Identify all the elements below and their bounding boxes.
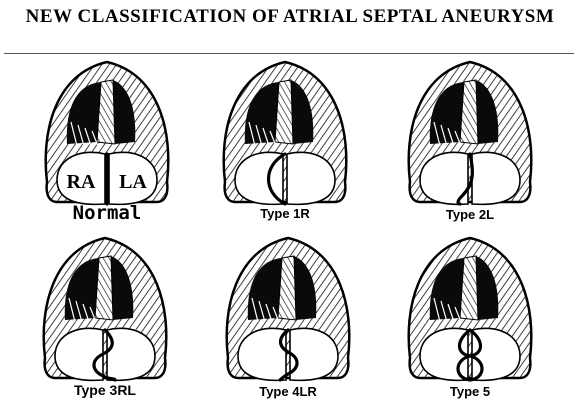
left-ventricle-cavity: [111, 256, 134, 320]
right-ventricle-cavity: [429, 82, 464, 144]
atrial-septum-bulge-left: [456, 152, 474, 206]
heart-panel-1: RA LA Normal: [44, 60, 170, 224]
trabecula-mark: [265, 303, 273, 323]
trabecula-mark: [251, 297, 259, 323]
ventricular-septum: [94, 255, 114, 321]
right-ventricle-cavity: [247, 258, 282, 320]
panel-caption: Type 2L: [446, 207, 494, 222]
atrial-septum-bulge-right: [267, 152, 287, 206]
trabecula-mark: [258, 300, 266, 323]
trabecula-mark: [454, 130, 462, 147]
left-ventricle-cavity: [294, 256, 317, 320]
right-ventricle-cavity: [429, 258, 464, 320]
left-atrium: [471, 327, 521, 382]
trabecula-mark: [433, 297, 441, 323]
ventricular-septum: [459, 255, 479, 321]
heart-panel-6: Type 5: [407, 236, 533, 399]
right-atrium: [56, 151, 106, 206]
atrial-septum-left-then-right: [278, 328, 299, 382]
heart-panel-2: Type 1R: [222, 60, 348, 221]
left-ventricle-cavity: [113, 80, 136, 144]
left-atrium: [286, 151, 336, 206]
panel-caption: Type 5: [450, 384, 490, 399]
trabecula-mark: [248, 121, 256, 147]
heart-panel-3: Type 2L: [407, 60, 533, 222]
panel-caption: Type 3RL: [74, 382, 136, 398]
left-atrium: [289, 327, 339, 382]
trabecula-mark: [262, 127, 270, 147]
trabecula-mark: [447, 127, 455, 147]
atrial-septum-right-then-left: [92, 328, 117, 382]
ventricular-septum: [277, 255, 297, 321]
trabecula-mark: [447, 303, 455, 323]
right-ventricle-cavity: [66, 82, 101, 144]
left-atrium: [471, 151, 521, 206]
right-atrium: [419, 327, 469, 382]
left-ventricle-cavity: [291, 80, 314, 144]
right-atrium: [237, 327, 287, 382]
ventricular-septum: [274, 79, 294, 145]
left-atrium: [108, 151, 158, 206]
trabecula-mark: [454, 306, 462, 323]
trabecula-mark: [433, 121, 441, 147]
atrial-septum-loop: [456, 328, 484, 382]
right-atrium: [54, 327, 104, 382]
trabecula-mark: [68, 297, 76, 323]
right-ventricle-cavity: [244, 82, 279, 144]
right-atrium: [419, 151, 469, 206]
panel-caption: Normal: [73, 202, 142, 224]
left-ventricle-cavity: [476, 80, 499, 144]
panel-caption: Type 4LR: [259, 384, 317, 399]
ventricular-septum: [459, 79, 479, 145]
trabecula-mark: [89, 306, 97, 323]
figure-title: NEW CLASSIFICATION OF ATRIAL SEPTAL ANEU…: [25, 6, 555, 27]
trabecula-mark: [440, 300, 448, 323]
trabecula-mark: [91, 130, 99, 147]
title-divider: [4, 53, 574, 54]
la-label: LA: [119, 171, 147, 193]
trabecula-mark: [272, 306, 280, 323]
trabecula-mark: [255, 124, 263, 147]
trabecula-mark: [70, 121, 78, 147]
trabecula-mark: [77, 124, 85, 147]
heart-panel-4: Type 3RL: [42, 236, 168, 398]
left-atrium: [106, 327, 156, 382]
panel-caption: Type 1R: [260, 206, 310, 221]
trabecula-mark: [75, 300, 83, 323]
trabecula-mark: [269, 130, 277, 147]
ra-label: RA: [67, 171, 96, 193]
trabecula-mark: [82, 303, 90, 323]
right-ventricle-cavity: [64, 258, 99, 320]
trabecula-mark: [440, 124, 448, 147]
trabecula-mark: [84, 127, 92, 147]
heart-panel-5: Type 4LR: [225, 236, 351, 399]
left-ventricle-cavity: [476, 256, 499, 320]
ventricular-septum: [96, 79, 116, 145]
